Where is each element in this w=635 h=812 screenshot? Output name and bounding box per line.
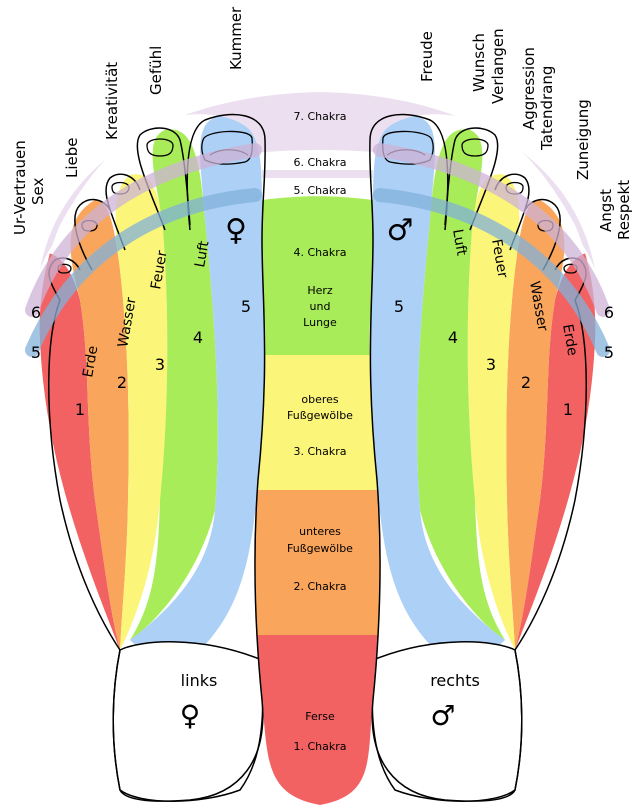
center-zone-orange xyxy=(255,490,381,635)
left-band-number-5: 5 xyxy=(31,343,41,362)
label-chakra3: 3. Chakra xyxy=(293,445,346,458)
label-unteres: unteres xyxy=(299,525,341,538)
center-zone-yellow xyxy=(257,355,378,490)
label-ferse: Ferse xyxy=(305,710,335,723)
label-herz: Herz xyxy=(307,284,333,297)
label-kreativitaet: Kreativität xyxy=(103,62,121,140)
label-chakra2: 2. Chakra xyxy=(293,580,346,593)
left-number-1: 1 xyxy=(75,400,85,419)
label-fussgewoelbe-upper: Fußgewölbe xyxy=(287,409,353,422)
left-band-number-6: 6 xyxy=(31,303,41,322)
label-aggression: Aggression xyxy=(520,47,538,130)
left-toe-venus-symbol: ♀ xyxy=(225,213,247,248)
label-chakra5: 5. Chakra xyxy=(293,184,346,197)
right-band-number-6: 6 xyxy=(604,303,614,322)
label-respekt: Respekt xyxy=(615,180,633,240)
right-band-number-5: 5 xyxy=(604,343,614,362)
right-number-4: 4 xyxy=(448,328,458,347)
label-zuneigung: Zuneigung xyxy=(574,99,592,180)
label-kummer: Kummer xyxy=(227,6,245,70)
label-wunsch: Wunsch xyxy=(470,33,488,92)
label-freude: Freude xyxy=(418,31,436,82)
center-zone-violet xyxy=(262,170,373,178)
label-chakra4: 4. Chakra xyxy=(293,246,346,259)
label-links: links xyxy=(181,671,218,690)
label-fussgewoelbe-lower: Fußgewölbe xyxy=(287,542,353,555)
label-und: und xyxy=(310,300,331,313)
left-number-5: 5 xyxy=(241,297,251,316)
right-toe-mars-symbol: ♂ xyxy=(387,213,414,248)
label-oberes: oberes xyxy=(301,393,339,406)
label-tatendrang: Tatendrang xyxy=(538,66,556,151)
label-urvertrauen: Ur-Vertrauen xyxy=(11,140,29,235)
label-angst: Angst xyxy=(597,189,615,232)
right-number-2: 2 xyxy=(521,373,531,392)
left-number-2: 2 xyxy=(117,373,127,392)
left-heel-venus-symbol: ♀ xyxy=(180,699,201,732)
right-number-3: 3 xyxy=(486,355,496,374)
right-number-1: 1 xyxy=(563,400,573,419)
left-number-4: 4 xyxy=(193,328,203,347)
left-number-3: 3 xyxy=(155,355,165,374)
label-lunge: Lunge xyxy=(303,316,337,329)
label-rechts: rechts xyxy=(430,671,480,690)
label-sex: Sex xyxy=(29,178,47,205)
center-zone-green xyxy=(262,196,373,355)
right-number-5: 5 xyxy=(394,297,404,316)
label-chakra7: 7. Chakra xyxy=(293,110,346,123)
label-chakra1: 1. Chakra xyxy=(293,740,346,753)
label-liebe: Liebe xyxy=(63,137,81,178)
label-gefuehl: Gefühl xyxy=(147,46,165,95)
label-chakra6: 6. Chakra xyxy=(293,156,346,169)
label-verlangen: Verlangen xyxy=(489,28,507,104)
right-heel-mars-symbol: ♂ xyxy=(430,699,455,732)
